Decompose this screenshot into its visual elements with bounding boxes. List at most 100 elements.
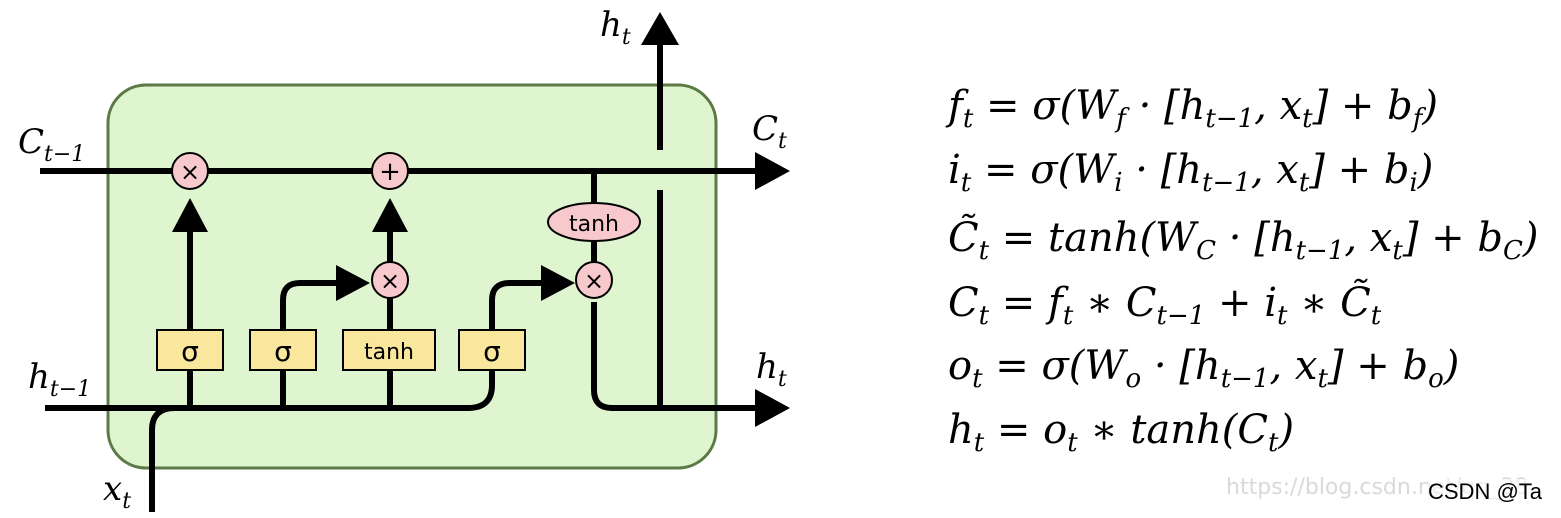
equation-part: ∗ C̃ — [1287, 280, 1371, 326]
equation-candidate: C̃t = tanh(WC · [ht−1, xt] + bC) — [948, 218, 1539, 264]
svg-text:tanh: tanh — [364, 340, 414, 365]
equation-part: ∗ C — [1073, 280, 1157, 326]
x-input-line — [149, 405, 176, 512]
op-add-cell: + — [371, 152, 409, 190]
equation-part: ] + b — [1309, 147, 1410, 193]
equation-part: f — [948, 83, 963, 129]
equation-part: ) — [1278, 407, 1295, 453]
label-h-out-right: ht — [756, 347, 787, 392]
input-arrow-icon — [336, 265, 370, 301]
forget-arrow-icon — [172, 198, 208, 232]
equation-part: i — [1409, 168, 1418, 198]
equation-part: t−1 — [1202, 168, 1251, 198]
lstm-cell-box — [106, 83, 718, 470]
hidden-out-arrow-icon — [755, 389, 790, 427]
add-arrow-icon — [372, 198, 408, 232]
equation-part: = f — [989, 280, 1063, 326]
svg-text:σ: σ — [483, 335, 501, 368]
equation-part: o — [1428, 364, 1444, 394]
equation-part: = σ(W — [971, 147, 1115, 193]
op-mul-forget: × — [171, 152, 209, 190]
equation-part: t — [1392, 236, 1403, 266]
equation-part: h — [948, 407, 974, 453]
hidden-up-arrow-icon — [641, 12, 679, 45]
equation-part: t — [1317, 364, 1328, 394]
svg-text:×: × — [380, 267, 400, 295]
equation-part: ) — [1417, 147, 1434, 193]
equation-part: = σ(W — [973, 83, 1117, 129]
equation-part: C̃ — [948, 215, 979, 261]
equation-part: o — [948, 343, 973, 389]
svg-text:tanh: tanh — [569, 212, 619, 237]
equation-part: t — [1277, 301, 1288, 331]
equation-part: f — [1412, 104, 1423, 134]
equation-part: t — [1370, 301, 1382, 331]
equation-part: ∗ tanh(C — [1077, 407, 1268, 453]
hidden-out-line — [591, 302, 760, 411]
equation-part: t — [1298, 168, 1310, 198]
equation-part: = tanh(W — [989, 215, 1197, 261]
gate-sigma-input: σ — [249, 329, 317, 371]
gate-tanh-candidate: tanh — [342, 329, 436, 371]
equation-part: t — [978, 236, 990, 266]
input-gate-line — [280, 280, 340, 408]
equation-part: t−1 — [1205, 104, 1255, 134]
equation-hidden: ht = ot ∗ tanh(Ct) — [948, 410, 1294, 456]
equation-part: · [h — [1125, 83, 1206, 129]
equation-part: ) — [1522, 215, 1539, 261]
equation-part: + i — [1205, 280, 1278, 326]
equation-part: ] + b — [1327, 343, 1429, 389]
equation-part: o — [1125, 364, 1142, 394]
equation-part: i — [948, 147, 961, 193]
label-x-in: xt — [103, 469, 131, 514]
equation-part: t — [1067, 428, 1078, 458]
equation-part: t — [960, 168, 972, 198]
equation-part: t−1 — [1156, 301, 1206, 331]
op-mul-output: × — [575, 261, 613, 299]
equation-part: t — [978, 301, 990, 331]
svg-text:σ: σ — [181, 335, 199, 368]
equation-part: ] + b — [1402, 215, 1503, 261]
equation-output: ot = σ(Wo · [ht−1, xt] + bo) — [948, 346, 1459, 392]
equation-part: t — [1302, 104, 1313, 134]
equation-part: t — [972, 364, 983, 394]
equation-part: = σ(W — [982, 343, 1126, 389]
equation-part: · [h — [1122, 147, 1203, 193]
equation-part: , x — [1269, 343, 1318, 389]
equation-part: = o — [984, 407, 1068, 453]
equation-part: t — [962, 104, 974, 134]
equation-part: ) — [1443, 343, 1460, 389]
svg-text:σ: σ — [274, 335, 292, 368]
label-c-next: Ct — [752, 109, 787, 154]
gate-sigma-forget: σ — [156, 329, 224, 371]
equation-part: C — [1196, 236, 1217, 266]
equation-part: · [h — [1141, 343, 1221, 389]
equation-part: i — [1114, 168, 1123, 198]
equation-part: t — [1267, 428, 1279, 458]
equation-part: · [h — [1216, 215, 1296, 261]
cell-state-arrow-icon — [755, 152, 790, 190]
equation-part: t−1 — [1220, 364, 1270, 394]
equation-part: C — [1502, 236, 1523, 266]
op-mul-input: × — [371, 261, 409, 299]
svg-text:×: × — [584, 267, 604, 295]
equation-part: , x — [1250, 147, 1299, 193]
equation-part: , x — [1344, 215, 1393, 261]
output-arrow-icon — [541, 265, 575, 301]
equation-part: C — [948, 280, 979, 326]
equation-cell: Ct = ft ∗ Ct−1 + it ∗ C̃t — [948, 283, 1381, 329]
equation-part: ] + b — [1312, 83, 1413, 129]
gate-sigma-output: σ — [458, 329, 526, 371]
label-h-prev: ht−1 — [28, 357, 91, 402]
equation-part: t — [973, 428, 985, 458]
label-h-out-top: ht — [600, 5, 631, 50]
equation-part: f — [1116, 104, 1126, 134]
output-gate-line — [467, 280, 545, 411]
equation-forget: ft = σ(Wf · [ht−1, xt] + bf) — [948, 86, 1438, 132]
svg-text:×: × — [180, 158, 200, 186]
equation-part: , x — [1254, 83, 1303, 129]
equation-input: it = σ(Wi · [ht−1, xt] + bi) — [948, 150, 1433, 196]
watermark-csdn: CSDN @Ta — [1428, 479, 1543, 505]
equation-part: ) — [1422, 83, 1438, 129]
